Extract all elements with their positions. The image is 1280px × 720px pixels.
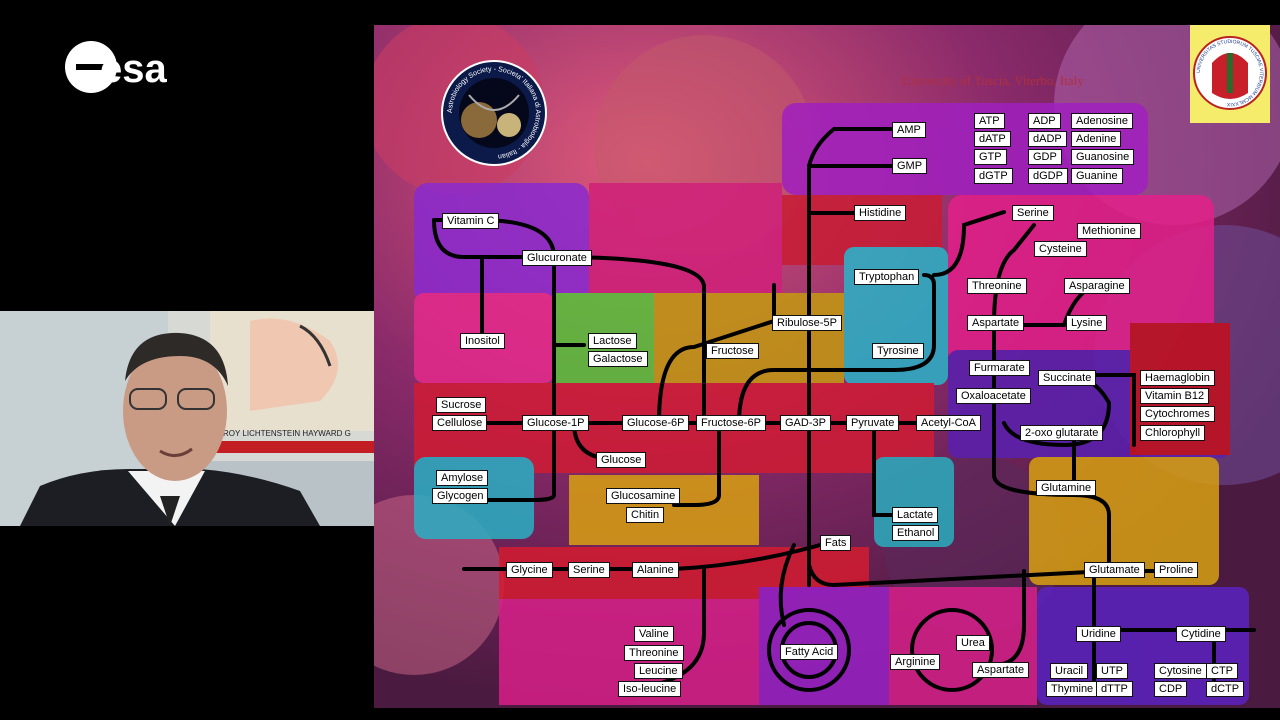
pathway-node: Fats xyxy=(820,535,852,551)
pathway-node: AMP xyxy=(892,122,926,138)
pathway-node: Lactose xyxy=(588,333,637,349)
pathway-node: Tyrosine xyxy=(872,343,924,359)
pathway-node: Valine xyxy=(634,626,674,642)
pathway-node: Ribulose-5P xyxy=(772,315,842,331)
pathway-node: Serine xyxy=(568,562,610,578)
pathway-node: Inositol xyxy=(460,333,505,349)
pathway-node: GDP xyxy=(1028,149,1062,165)
pathway-node: Fructose-6P xyxy=(696,415,766,431)
pathway-node: Cellulose xyxy=(432,415,488,431)
pathway-node: Vitamin C xyxy=(442,213,500,229)
pathway-node: ADP xyxy=(1028,113,1061,129)
university-caption: University of Tuscia, Viterbo, Italy xyxy=(902,73,1084,88)
pathway-node: GTP xyxy=(974,149,1007,165)
pathway-node: Aspartate xyxy=(967,315,1025,331)
pathway-node: Lysine xyxy=(1066,315,1108,331)
esa-wordmark: esa xyxy=(100,47,167,91)
pathway-node: Tryptophan xyxy=(854,269,920,285)
pathway-node: Sucrose xyxy=(436,397,487,413)
pathway-node: Cytochromes xyxy=(1140,406,1215,422)
pathway-node: Glutamine xyxy=(1036,480,1097,496)
esa-logo: esa xyxy=(65,41,167,93)
pathway-node: CDP xyxy=(1154,681,1188,697)
pathway-node: Asparagine xyxy=(1064,278,1130,294)
pathway-node: Methionine xyxy=(1077,223,1141,239)
pathway-node: Succinate xyxy=(1038,370,1097,386)
pathway-node: Cytidine xyxy=(1176,626,1226,642)
pathway-node: Histidine xyxy=(854,205,907,221)
pathway-node: Uridine xyxy=(1076,626,1121,642)
pathway-node: Cytosine xyxy=(1154,663,1207,679)
pathway-node: CTP xyxy=(1206,663,1238,679)
pathway-node: dGTP xyxy=(974,168,1013,184)
pathway-node: dCTP xyxy=(1206,681,1245,697)
pathway-node: Glucose-1P xyxy=(522,415,590,431)
pathway-node: Chlorophyll xyxy=(1140,425,1206,441)
pathway-node: Fructose xyxy=(706,343,759,359)
pathway-node: ATP xyxy=(974,113,1005,129)
pathway-node: Galactose xyxy=(588,351,648,367)
pathway-node: Lactate xyxy=(892,507,939,523)
pathway-node: Aspartate xyxy=(972,662,1030,678)
pathway-node: Glycine xyxy=(506,562,553,578)
pathway-node: Serine xyxy=(1012,205,1054,221)
slide: Astrobiology Society - Societa' Italiana… xyxy=(374,25,1280,708)
pathway-node: Glycogen xyxy=(432,488,489,504)
pathway-node: Ethanol xyxy=(892,525,940,541)
pathway-node: Guanine xyxy=(1071,168,1123,184)
university-crest: UNIVERSITAS STUDIORUM TUSCIAE VITERBIUM … xyxy=(1190,25,1270,123)
pathway-node: Thymine xyxy=(1046,681,1099,697)
pathway-node: Urea xyxy=(956,635,990,651)
pathway-node: Glutamate xyxy=(1084,562,1145,578)
pathway-node: Glucose-6P xyxy=(622,415,690,431)
pathway-node: Chitin xyxy=(626,507,665,523)
pathway-node: Threonine xyxy=(624,645,684,661)
pathway-node: Pyruvate xyxy=(846,415,900,431)
pathway-node: Guanosine xyxy=(1071,149,1135,165)
pathway-node: GAD-3P xyxy=(780,415,831,431)
pathway-node: Leucine xyxy=(634,663,683,679)
pathway-node: Threonine xyxy=(967,278,1027,294)
pathway-node: Vitamin B12 xyxy=(1140,388,1210,404)
pathway-node: Glucose xyxy=(596,452,647,468)
pathway-node: Furmarate xyxy=(969,360,1030,376)
presenter-video: ROY LICHTENSTEIN HAYWARD G xyxy=(0,311,374,526)
backdrop-text: ROY LICHTENSTEIN HAYWARD G xyxy=(223,429,351,438)
pathway-node: Adenine xyxy=(1071,131,1122,147)
pathway-node: Alanine xyxy=(632,562,679,578)
pathway-node: dTTP xyxy=(1096,681,1133,697)
pathway-node: Oxaloacetate xyxy=(956,388,1031,404)
pathway-node: Amylose xyxy=(436,470,489,486)
pathway-node: Cysteine xyxy=(1034,241,1087,257)
pathway-node: 2-oxo glutarate xyxy=(1020,425,1104,441)
astrobiology-society-emblem: Astrobiology Society - Societa' Italiana… xyxy=(441,60,547,166)
pathway-node: UTP xyxy=(1096,663,1128,679)
pathway-node: Haemaglobin xyxy=(1140,370,1215,386)
pathway-node: Glucosamine xyxy=(606,488,681,504)
pathway-node: Arginine xyxy=(890,654,941,670)
pathway-node: dGDP xyxy=(1028,168,1068,184)
pathway-node: Acetyl-CoA xyxy=(916,415,982,431)
pathway-node: Glucuronate xyxy=(522,250,592,266)
pathway-node: Adenosine xyxy=(1071,113,1133,129)
pathway-node: Proline xyxy=(1154,562,1199,578)
pathway-node: Uracil xyxy=(1050,663,1089,679)
pathway-node: Fatty Acid xyxy=(780,644,839,660)
pathway-node: GMP xyxy=(892,158,928,174)
pathway-node: dATP xyxy=(974,131,1011,147)
pathway-node: dADP xyxy=(1028,131,1067,147)
pathway-node: Iso-leucine xyxy=(618,681,682,697)
